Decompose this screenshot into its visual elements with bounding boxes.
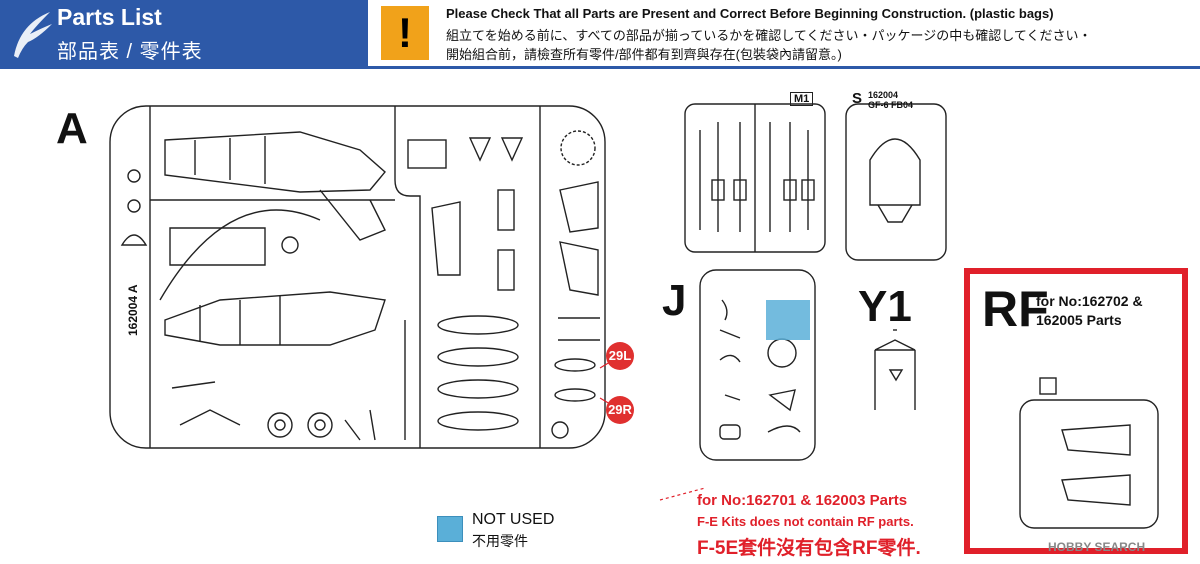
page-title: Parts List xyxy=(57,4,162,30)
rf-callout-box xyxy=(964,268,1188,554)
part-29l-badge: 29L xyxy=(606,342,634,370)
rf-note: for No:162702 & 162005 Parts xyxy=(1036,292,1143,330)
notice-chinese: 開始組合前，請檢查所有零件/部件都有到齊與存在(包裝袋內請留意。) xyxy=(446,47,842,62)
sprue-m1 xyxy=(684,103,826,253)
sprue-rf-label: RF xyxy=(982,281,1049,337)
header-divider xyxy=(0,66,1200,69)
rf-note-line1: for No:162702 & xyxy=(1036,293,1143,309)
warning-icon: ! xyxy=(381,6,429,60)
sprue-a-label: A xyxy=(56,104,88,153)
note-connector xyxy=(659,487,706,501)
legend-not-used-zh: 不用零件 xyxy=(472,533,528,549)
sprue-a-middle-parts xyxy=(404,137,524,440)
sprue-j-label: J xyxy=(662,276,687,325)
header-title-panel: Parts List 部品表 / 零件表 xyxy=(0,0,368,66)
watermark: HOBBY SEARCH xyxy=(1048,540,1146,554)
legend-not-used-en: NOT USED xyxy=(472,511,555,528)
notice-english: Please Check That all Parts are Present … xyxy=(446,6,1054,21)
note-for-parts: for No:162701 & 162003 Parts xyxy=(697,492,908,509)
not-used-highlight xyxy=(766,300,810,340)
part-29r-badge: 29R xyxy=(606,396,634,424)
brand-logo-icon xyxy=(14,12,52,58)
sprue-a-fuselage-lower xyxy=(164,291,386,346)
sprue-s-code: 162004 GF-6 FB04 xyxy=(868,90,914,110)
sprue-s-label: S xyxy=(852,90,863,107)
rf-note-line2: 162005 Parts xyxy=(1036,312,1122,328)
page-subtitle: 部品表 / 零件表 xyxy=(57,41,203,63)
sprue-s xyxy=(845,103,947,261)
sprue-a-right-parts xyxy=(551,130,600,439)
sprue-y1-label: Y1 xyxy=(858,282,912,331)
notice-panel xyxy=(368,0,1200,66)
sprue-rf xyxy=(1019,377,1159,529)
sprue-a-intake xyxy=(159,209,321,301)
sprue-a-fuselage-upper xyxy=(164,131,386,241)
header: Parts List 部品表 / 零件表 ! Please Check That… xyxy=(0,0,1200,66)
notice-japanese: 組立てを始める前に、すべての部品が揃っているかを確認してください・パッケージの中… xyxy=(446,28,1092,43)
sprue-y1 xyxy=(874,329,916,410)
sprue-m1-label: M1 xyxy=(790,92,814,106)
sprue-j xyxy=(699,269,816,461)
sprue-a-code: 162004 A xyxy=(126,284,140,336)
not-used-swatch-icon xyxy=(437,516,463,542)
note-fe-kits: F-E Kits does not contain RF parts. xyxy=(697,514,914,529)
sprue-a-small-parts xyxy=(120,169,376,441)
note-f5e-chinese: F-5E套件沒有包含RF零件. xyxy=(697,538,921,559)
sprue-a-frame xyxy=(109,105,606,449)
